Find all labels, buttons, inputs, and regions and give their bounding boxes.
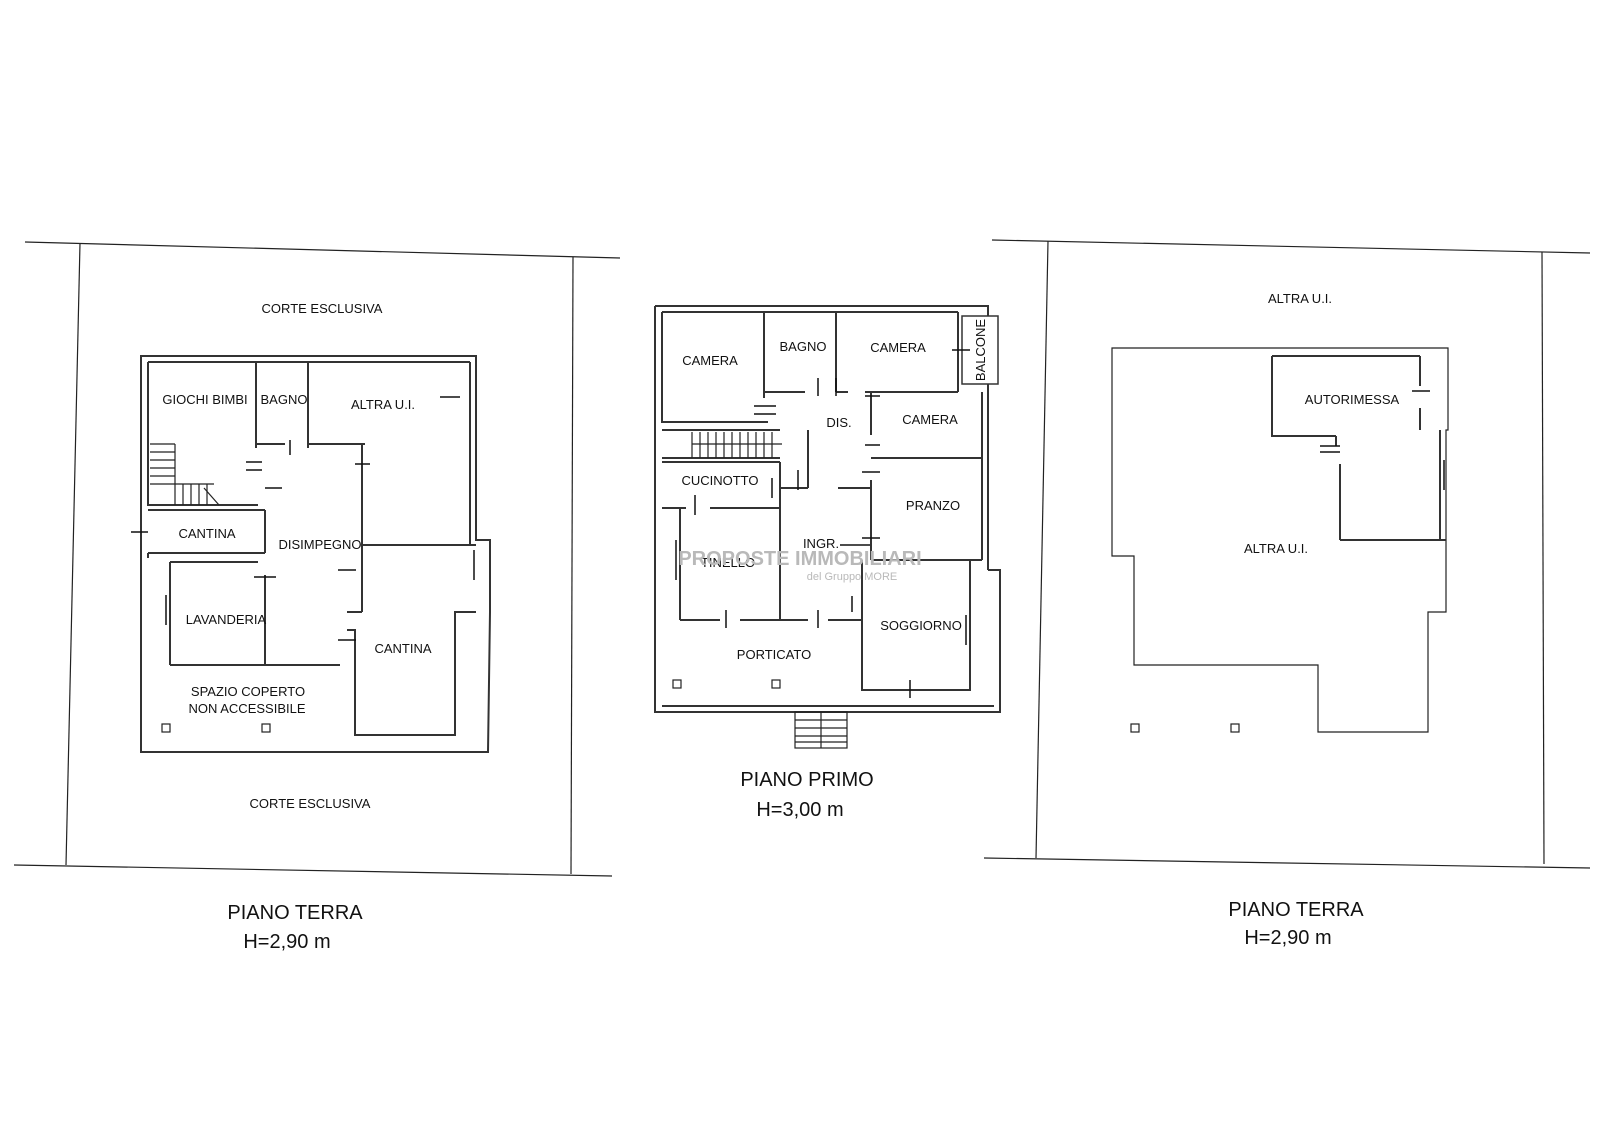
first-floor-plan: CAMERA BAGNO CAMERA BALCONE DIS. CAMERA … [654, 305, 1001, 821]
plan-title: PIANO TERRA [1228, 899, 1364, 921]
room-label-ingr: INGR. [803, 536, 839, 551]
lot-boundary-left [65, 242, 81, 866]
room-label-balcone: BALCONE [973, 319, 988, 381]
column [261, 723, 271, 733]
room-label-tinello: TINELLO [701, 555, 755, 570]
room-label-porticato: PORTICATO [737, 647, 811, 662]
ground-floor-left-plan: CORTE ESCLUSIVA GIOCHI BIMBI BAGNO ALTRA… [13, 241, 621, 953]
room-label-camera: CAMERA [902, 412, 958, 427]
room-label-camera: CAMERA [870, 340, 926, 355]
room-label-soggiorno: SOGGIORNO [880, 618, 962, 633]
staircase [691, 432, 782, 458]
column [1230, 723, 1240, 733]
room-label-cantina: CANTINA [374, 641, 431, 656]
court-label-top: CORTE ESCLUSIVA [262, 301, 383, 316]
column [672, 679, 682, 689]
room-label-bagno: BAGNO [261, 392, 308, 407]
ground-floor-right-plan: ALTRA U.I. AUTORIMESSA ALTRA U.I. PIANO … [983, 239, 1591, 949]
lot-boundary-top [24, 241, 621, 259]
room-label-camera: CAMERA [682, 353, 738, 368]
door-marks [131, 396, 475, 641]
room-label-disimpegno: DISIMPEGNO [278, 537, 361, 552]
plan-height: H=2,90 m [243, 931, 330, 953]
lot-boundary-right [570, 256, 574, 875]
lot-boundary-bottom [983, 857, 1591, 869]
entrance-steps [794, 711, 848, 749]
plan-height: H=3,00 m [756, 799, 843, 821]
building-footprint [1111, 347, 1449, 733]
unit-label-altra-ui: ALTRA U.I. [1268, 291, 1332, 306]
watermark-title: PROPOSTE IMMOBILIARI [678, 548, 921, 570]
room-label-cucinotto: CUCINOTTO [681, 473, 758, 488]
room-label-bagno: BAGNO [780, 339, 827, 354]
room-label-cantina: CANTINA [178, 526, 235, 541]
lot-boundary-left [1035, 240, 1049, 859]
room-label-giochi-bimbi: GIOCHI BIMBI [162, 392, 247, 407]
unit-label-altra-ui: ALTRA U.I. [1244, 541, 1308, 556]
room-label-spazio-coperto: SPAZIO COPERTO [191, 684, 305, 699]
cantina-walls [347, 611, 476, 736]
lot-boundary-bottom [13, 864, 613, 877]
column [161, 723, 171, 733]
room-label-autorimessa: AUTORIMESSA [1305, 392, 1400, 407]
plan-height: H=2,90 m [1244, 927, 1331, 949]
wall [661, 312, 768, 423]
lot-boundary-top [991, 239, 1591, 254]
lot-boundary-right [1541, 251, 1545, 865]
building-outline [654, 306, 1001, 713]
watermark-subtitle: del Gruppo MORE [807, 571, 897, 583]
room-label-dis: DIS. [826, 415, 851, 430]
building-outline [140, 355, 491, 753]
soggiorno-walls [861, 560, 971, 691]
autorimessa-walls [1271, 356, 1336, 437]
room-label-non-accessibile: NON ACCESSIBILE [188, 701, 305, 716]
door-marks [675, 349, 970, 698]
wall [147, 362, 258, 506]
column [771, 679, 781, 689]
building-outline [655, 305, 989, 570]
room-label-altra-ui: ALTRA U.I. [351, 397, 415, 412]
staircase [150, 443, 220, 506]
court-label-bottom: CORTE ESCLUSIVA [250, 796, 371, 811]
plan-title: PIANO PRIMO [740, 769, 873, 791]
column [1130, 723, 1140, 733]
plan-title: PIANO TERRA [227, 902, 363, 924]
door-marks [1320, 390, 1445, 490]
room-label-lavanderia: LAVANDERIA [186, 612, 267, 627]
room-label-pranzo: PRANZO [906, 498, 960, 513]
